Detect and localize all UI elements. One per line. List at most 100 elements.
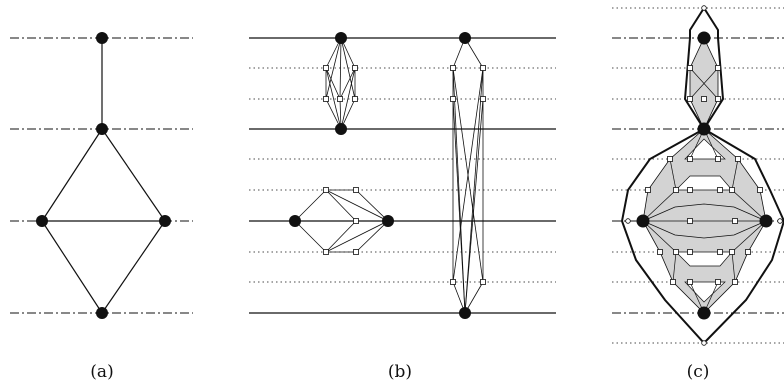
edge [294, 189, 327, 222]
edge [294, 220, 327, 253]
edge [731, 189, 767, 222]
edge [452, 67, 484, 283]
panel-b [249, 32, 556, 319]
port-node [715, 65, 721, 71]
port-node [701, 340, 707, 346]
port-node [645, 187, 651, 193]
edge [325, 189, 389, 222]
port-node [450, 96, 456, 102]
caption-b: (b) [387, 362, 413, 382]
vertex [382, 215, 394, 227]
port-node [353, 249, 359, 255]
edge [41, 128, 103, 222]
edge [339, 37, 342, 100]
port-node [735, 156, 741, 162]
port-node [353, 218, 359, 224]
edge [672, 251, 677, 283]
port-node [480, 96, 486, 102]
edge [340, 37, 356, 100]
port-node [323, 249, 329, 255]
edge [642, 189, 677, 222]
edge [355, 189, 389, 222]
port-node [667, 156, 673, 162]
port-node [757, 187, 763, 193]
port-node [323, 65, 329, 71]
port-node [715, 279, 721, 285]
vertex [459, 32, 471, 44]
port-node [687, 218, 693, 224]
edge [464, 67, 484, 314]
port-node [687, 65, 693, 71]
port-node [701, 5, 707, 11]
port-node [687, 187, 693, 193]
port-node [715, 156, 721, 162]
vertex [697, 31, 711, 45]
port-node [717, 187, 723, 193]
edge [731, 158, 739, 191]
port-node [687, 96, 693, 102]
vertex [335, 123, 347, 135]
edge [669, 158, 677, 191]
port-node [353, 187, 359, 193]
edge [642, 220, 677, 253]
vertex [697, 122, 711, 136]
port-node [480, 65, 486, 71]
vertex [459, 307, 471, 319]
vertex [636, 214, 650, 228]
port-node [732, 218, 738, 224]
caption-c: (c) [686, 362, 710, 382]
edge [325, 189, 357, 222]
port-node [323, 187, 329, 193]
port-node [729, 249, 735, 255]
edge [452, 98, 466, 314]
vertex [36, 215, 48, 227]
port-node [717, 249, 723, 255]
port-node [729, 187, 735, 193]
port-node [337, 96, 343, 102]
port-node [673, 249, 679, 255]
vertex [335, 32, 347, 44]
port-node [323, 96, 329, 102]
edge [689, 67, 719, 100]
edge [325, 220, 357, 253]
port-node [745, 249, 751, 255]
edge [41, 220, 103, 314]
port-node [657, 249, 663, 255]
white-region [675, 251, 733, 267]
edge [101, 220, 166, 314]
port-node [687, 279, 693, 285]
edge [464, 98, 484, 314]
port-node [450, 65, 456, 71]
port-node [625, 218, 631, 224]
edge [340, 67, 356, 130]
edge [325, 37, 342, 100]
edge [325, 67, 341, 100]
vertex [96, 123, 108, 135]
port-node [352, 65, 358, 71]
vertex [96, 307, 108, 319]
edge [731, 220, 767, 253]
port-node [670, 279, 676, 285]
port-node [687, 249, 693, 255]
caption-a: (a) [90, 362, 114, 382]
vertex [759, 214, 773, 228]
port-node [701, 96, 707, 102]
port-node [480, 279, 486, 285]
edge [355, 220, 389, 253]
port-node [777, 218, 783, 224]
vertex [289, 215, 301, 227]
edge [325, 220, 389, 253]
vertex [159, 215, 171, 227]
edge [339, 67, 356, 100]
port-node [715, 96, 721, 102]
panel-c [612, 5, 784, 346]
white-region [675, 175, 733, 191]
edge [731, 251, 736, 283]
port-node [450, 279, 456, 285]
vertex [96, 32, 108, 44]
edge [101, 128, 166, 222]
port-node [352, 96, 358, 102]
edge [325, 67, 342, 130]
